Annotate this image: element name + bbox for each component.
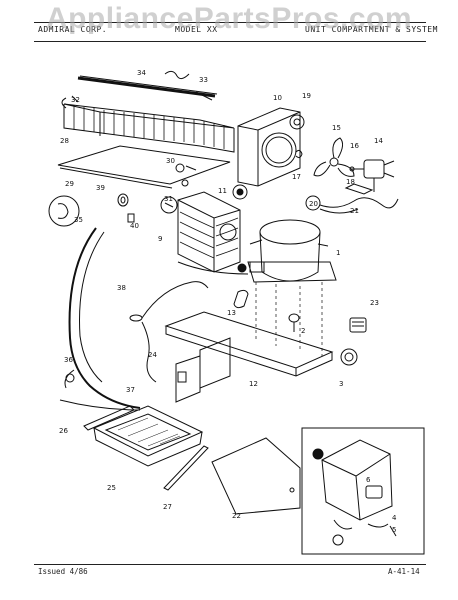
callout-35: 35 bbox=[74, 216, 83, 224]
inset-detail-box bbox=[301, 427, 425, 555]
callout-20: 20 bbox=[309, 200, 318, 208]
callout-24: 24 bbox=[148, 351, 157, 359]
part-access-panel-22 bbox=[211, 437, 301, 515]
callout-34: 34 bbox=[137, 69, 146, 77]
part-grommet-19 bbox=[289, 114, 305, 130]
part-bracket-18 bbox=[344, 183, 374, 195]
callout-22: 22 bbox=[232, 512, 241, 520]
callout-12: 12 bbox=[249, 380, 258, 388]
callout-10: 10 bbox=[273, 94, 282, 102]
part-base-rail-12 bbox=[164, 311, 334, 403]
part-clip-17 bbox=[295, 149, 303, 159]
part-drain-hose-36-37 bbox=[59, 227, 141, 411]
header-right-text: UNIT COMPARTMENT & SYSTEM bbox=[305, 25, 438, 34]
callout-labels: 34 33 32 10 19 28 15 16 14 30 17 29 39 1… bbox=[59, 69, 397, 534]
header-middle-text: MODEL XX bbox=[175, 25, 218, 34]
part-detail-31 bbox=[160, 196, 178, 214]
part-bracket-26 bbox=[83, 405, 135, 431]
part-tube-33-34 bbox=[77, 70, 218, 101]
callout-30: 30 bbox=[166, 157, 175, 165]
part-fan-hub-11 bbox=[232, 184, 248, 200]
callout-40: 40 bbox=[130, 222, 139, 230]
callout-36: 36 bbox=[64, 356, 73, 364]
part-fan-shroud-10 bbox=[237, 107, 301, 187]
part-compressor-1 bbox=[237, 219, 337, 283]
callout-2: 2 bbox=[301, 327, 305, 335]
part-wiring-24-38 bbox=[129, 281, 209, 383]
part-grommet-39-40 bbox=[117, 193, 135, 223]
callout-38: 38 bbox=[117, 284, 126, 292]
footer-page-code: A-41-14 bbox=[388, 567, 420, 576]
callout-15: 15 bbox=[332, 124, 341, 132]
watermark-logo: AppliancePartsPros.com bbox=[45, 2, 413, 35]
callout-3: 3 bbox=[339, 380, 343, 388]
callout-32: 32 bbox=[71, 96, 80, 104]
callout-28: 28 bbox=[60, 137, 69, 145]
part-clip-30 bbox=[175, 163, 197, 187]
callout-16: 16 bbox=[350, 142, 359, 150]
part-fan-motor-14 bbox=[349, 159, 395, 192]
callout-5: 5 bbox=[392, 526, 396, 534]
callout-4: 4 bbox=[392, 514, 397, 522]
callout-29: 29 bbox=[65, 180, 74, 188]
part-evaporator-9 bbox=[177, 191, 249, 275]
callout-6: 6 bbox=[366, 476, 371, 484]
header-left-text: ADMIRAL CORP. bbox=[38, 25, 108, 34]
part-overload-3 bbox=[340, 348, 358, 366]
part-mount-2 bbox=[288, 313, 300, 332]
part-drip-tray-29 bbox=[57, 145, 231, 189]
header-bar bbox=[34, 22, 426, 42]
callout-25: 25 bbox=[107, 484, 116, 492]
callout-23: 23 bbox=[370, 299, 379, 307]
part-rail-27 bbox=[163, 445, 209, 491]
callout-39: 39 bbox=[96, 184, 105, 192]
callout-13: 13 bbox=[227, 309, 236, 317]
footer-issued-text: Issued 4/86 bbox=[38, 567, 88, 576]
callout-9: 9 bbox=[158, 235, 162, 243]
callout-1: 1 bbox=[336, 249, 340, 257]
callout-17: 17 bbox=[292, 173, 301, 181]
part-drier-13 bbox=[233, 289, 249, 309]
callout-31: 31 bbox=[164, 195, 173, 203]
callout-27: 27 bbox=[163, 503, 172, 511]
part-detail-35 bbox=[48, 195, 80, 227]
part-drain-pan-25 bbox=[92, 405, 204, 467]
footer-rule bbox=[34, 564, 426, 565]
callout-19: 19 bbox=[302, 92, 311, 100]
part-condenser-28 bbox=[61, 95, 235, 153]
callout-37: 37 bbox=[126, 386, 135, 394]
callout-33: 33 bbox=[199, 76, 208, 84]
part-harness-20-21 bbox=[305, 195, 399, 214]
callout-18: 18 bbox=[346, 178, 355, 186]
callout-26: 26 bbox=[59, 427, 68, 435]
callout-11: 11 bbox=[218, 187, 227, 195]
part-relay-23 bbox=[349, 317, 367, 333]
callout-14: 14 bbox=[374, 137, 383, 145]
part-fan-blade-15 bbox=[313, 137, 355, 177]
mounting-guide-lines bbox=[255, 282, 323, 356]
callout-21: 21 bbox=[350, 207, 359, 215]
